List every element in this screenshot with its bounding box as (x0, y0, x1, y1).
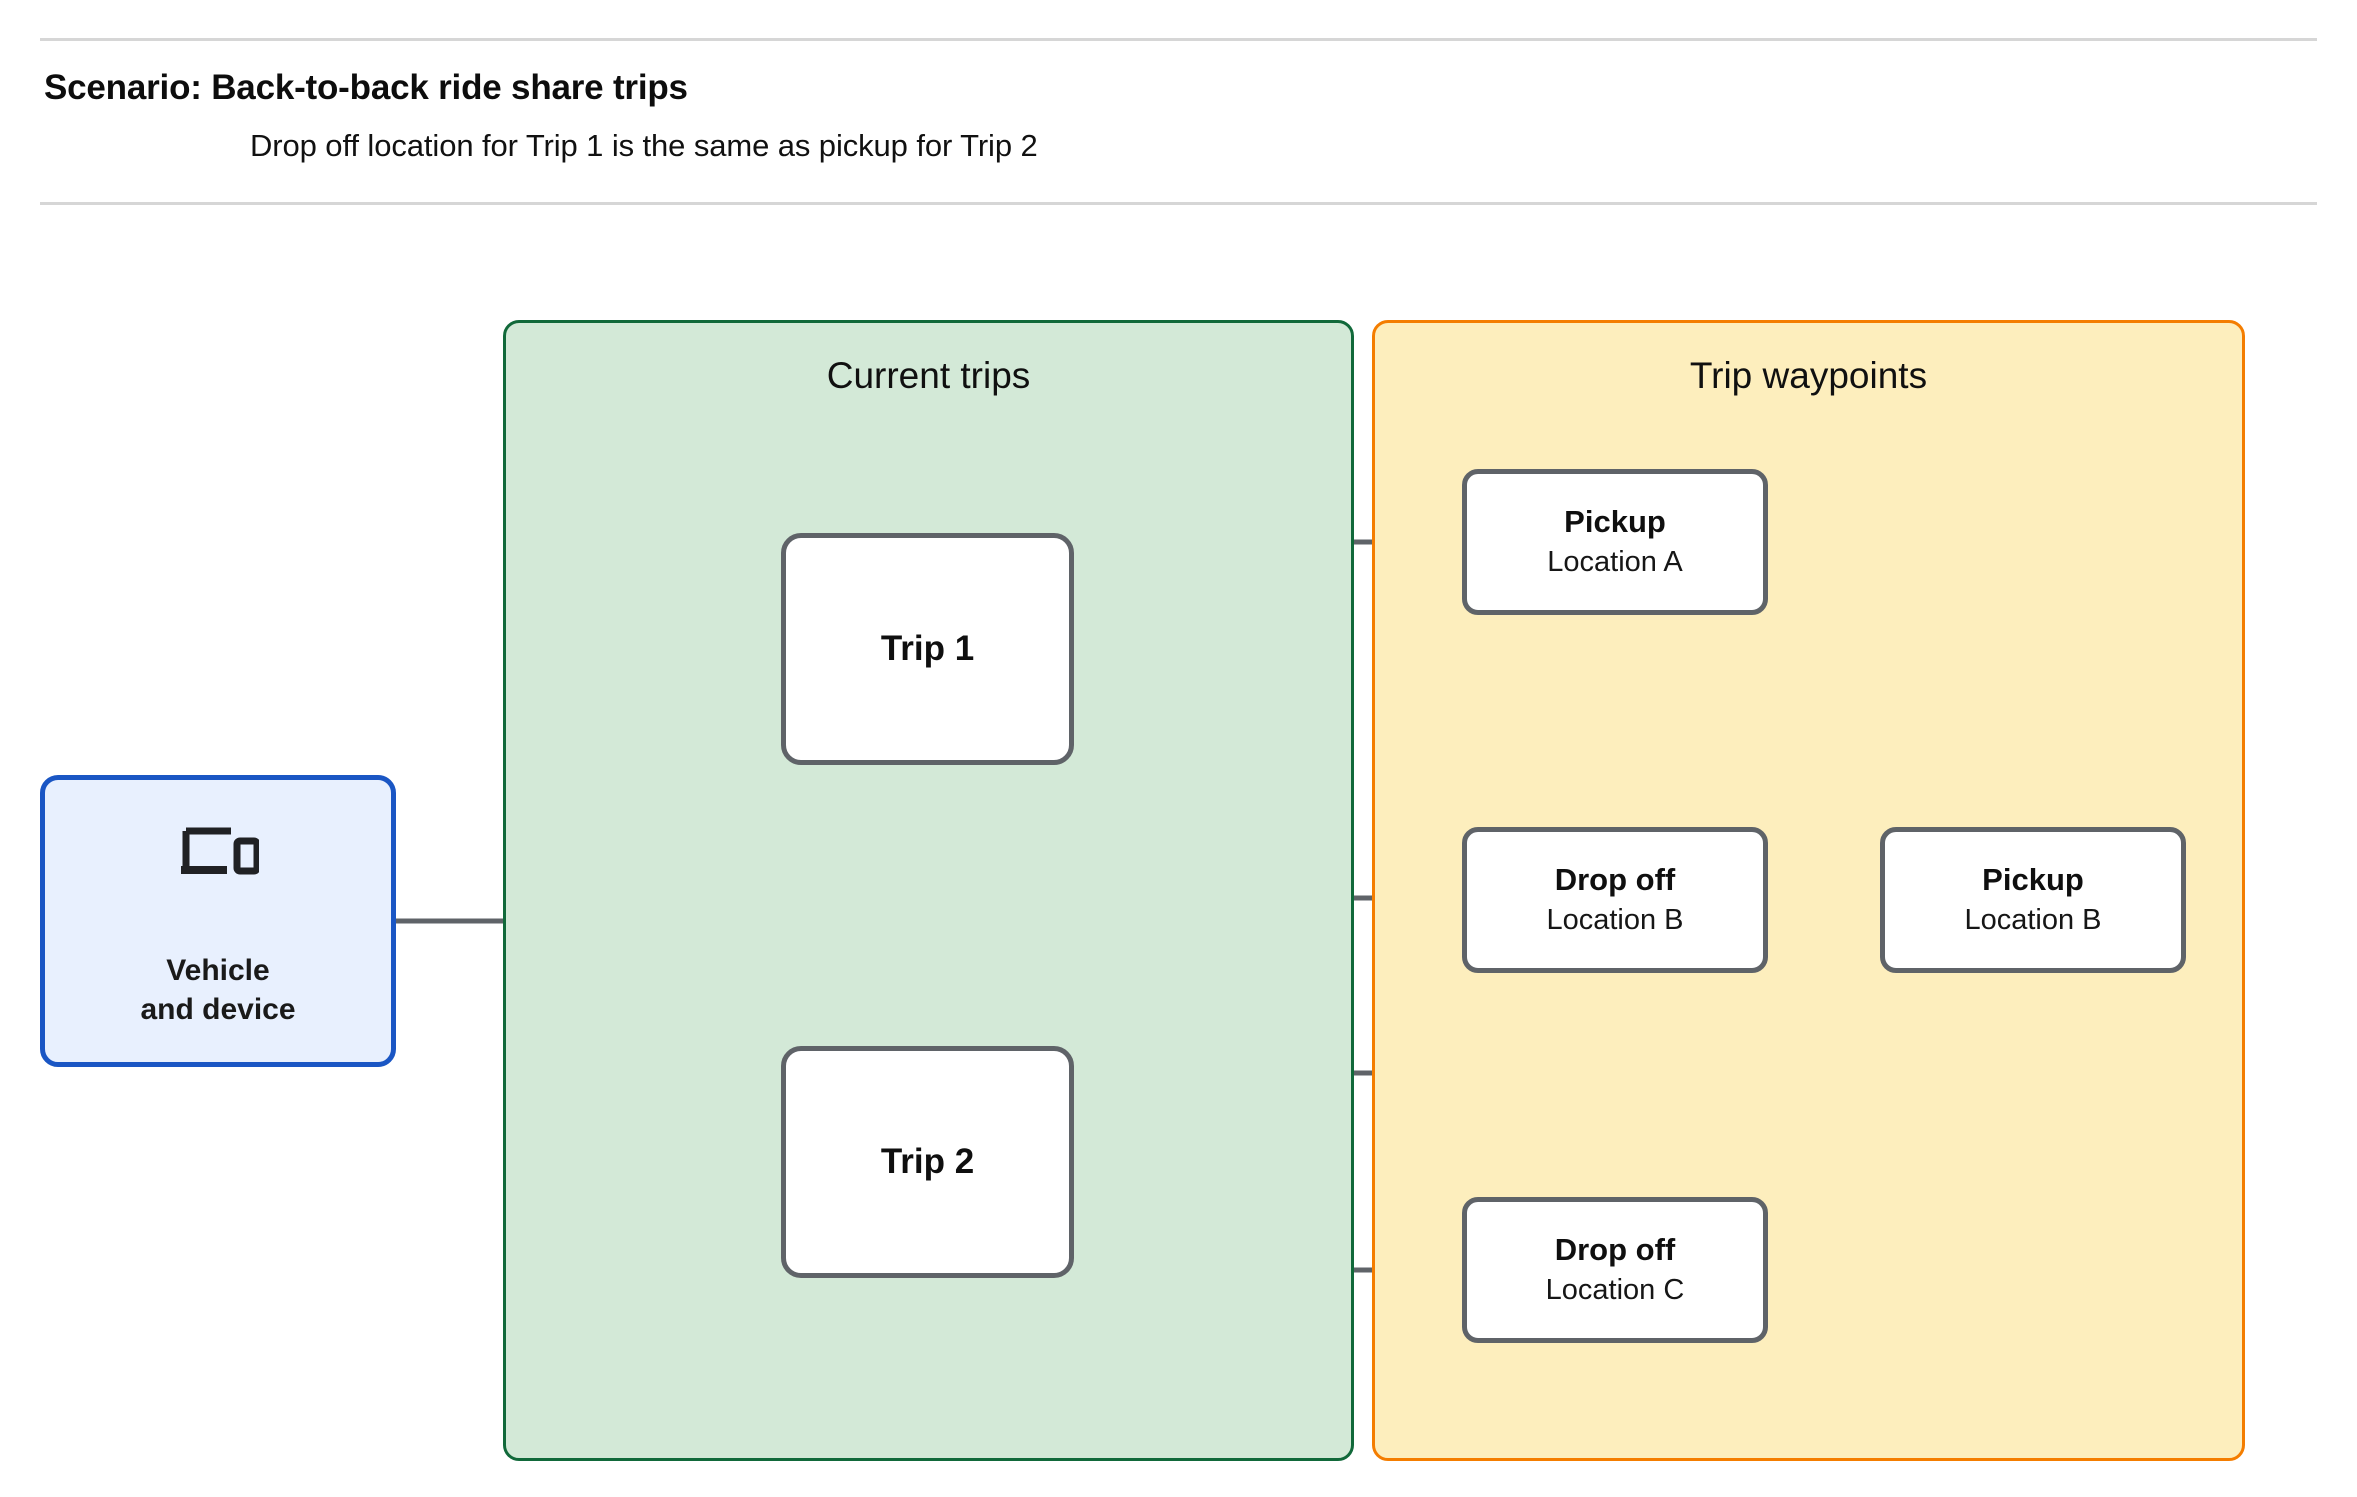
laptop-and-phone-icon (181, 827, 259, 875)
group-current-trips: Current trips (503, 320, 1354, 1461)
waypoint-location-label: Location C (1545, 1273, 1685, 1306)
waypoint-type-label: Pickup (1982, 862, 2084, 898)
page-title: Scenario: Back-to-back ride share trips (44, 68, 688, 107)
group-current-trips-title: Current trips (826, 355, 1031, 396)
waypoint-location-label: Location A (1547, 545, 1683, 578)
node-trip-2-label: Trip 2 (880, 1142, 975, 1181)
node-waypoint-pickup-b[interactable]: Pickup Location B (1880, 827, 2186, 973)
page-subtitle: Drop off location for Trip 1 is the same… (250, 128, 1038, 163)
group-trip-waypoints-title: Trip waypoints (1689, 355, 1928, 396)
vehicle-label: Vehicle and device (140, 951, 295, 1029)
vehicle-label-line-1: Vehicle (166, 954, 270, 987)
node-trip-1-label: Trip 1 (880, 629, 975, 668)
header-divider-top (40, 38, 2317, 41)
waypoint-type-label: Drop off (1554, 862, 1676, 898)
vehicle-label-line-2: and device (140, 993, 296, 1026)
node-waypoint-pickup-a[interactable]: Pickup Location A (1462, 469, 1768, 615)
node-waypoint-dropoff-c[interactable]: Drop off Location C (1462, 1197, 1768, 1343)
node-waypoint-dropoff-b[interactable]: Drop off Location B (1462, 827, 1768, 973)
node-trip-1[interactable]: Trip 1 (781, 533, 1074, 765)
node-trip-2[interactable]: Trip 2 (781, 1046, 1074, 1278)
waypoint-location-label: Location B (1546, 903, 1684, 936)
header-divider-bottom (40, 202, 2317, 205)
node-vehicle-and-device[interactable]: Vehicle and device (40, 775, 396, 1067)
waypoint-type-label: Pickup (1564, 504, 1666, 540)
waypoint-type-label: Drop off (1554, 1232, 1676, 1268)
waypoint-location-label: Location B (1964, 903, 2102, 936)
